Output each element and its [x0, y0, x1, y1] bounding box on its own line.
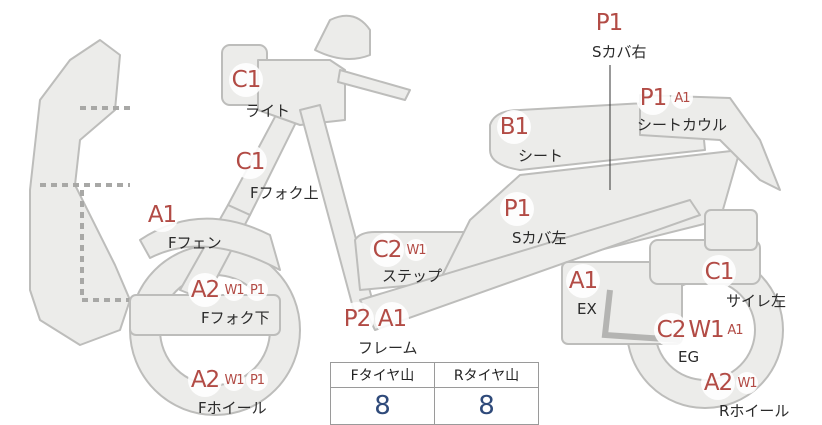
mirror-shape — [314, 14, 371, 60]
muffler-left-code-1: C1 — [702, 255, 736, 289]
headstock-shape — [257, 59, 346, 126]
cover-left-codes: P1 — [500, 192, 534, 226]
front-tire-value: 8 — [330, 387, 435, 425]
front-wheel-code-1: A2 — [188, 363, 222, 397]
front-fender-shape — [139, 217, 281, 271]
fork-upper-label: Fフォク上 — [250, 184, 319, 202]
fork-lower-code-2: W1 — [223, 279, 245, 301]
seat-label: シート — [518, 147, 564, 165]
muffler-left-label: サイレ左 — [726, 292, 787, 310]
step-label: ステップ — [382, 267, 443, 285]
seat-codes: B1 — [497, 110, 531, 144]
rear-tire-value: 8 — [434, 387, 539, 425]
engine-label: EG — [678, 348, 700, 366]
exhaust-codes: A1 — [566, 264, 600, 298]
front-tire-header: Fタイヤ山 — [330, 362, 435, 388]
rear-wheel-label: Rホイール — [719, 402, 790, 420]
front-wheel-codes: A2 W1 P1 — [188, 363, 268, 397]
tire-table-header-row: Fタイヤ山 Rタイヤ山 — [330, 362, 539, 388]
fork-upper-codes: C1 — [233, 145, 267, 179]
cover-left-label: Sカバ左 — [512, 229, 567, 247]
rear-wheel-codes: A2 W1 — [701, 366, 758, 400]
cover-right-code-1: P1 — [592, 6, 626, 40]
light-label: ライト — [245, 102, 291, 120]
fork-lower-code-3: P1 — [246, 279, 268, 301]
fender-code-1: A1 — [145, 198, 179, 232]
fork-upper-code-1: C1 — [233, 145, 267, 179]
fork-lower-label: Fフォク下 — [201, 309, 270, 327]
seat-cowl-codes: P1 A1 — [636, 81, 693, 115]
seat-cowl-label: シートカウル — [637, 116, 728, 134]
exhaust-label: EX — [577, 300, 597, 318]
step-code-2: W1 — [405, 239, 427, 261]
airbox-shape — [704, 209, 758, 251]
light-codes: C1 — [229, 63, 263, 97]
exhaust-pipe-shape — [601, 289, 681, 343]
cover-left-code-1: P1 — [500, 192, 534, 226]
fender-codes: A1 — [145, 198, 179, 232]
step-codes: C2 W1 — [370, 233, 427, 267]
fork-lower-codes: A2 W1 P1 — [188, 273, 268, 307]
engine-code-2: W1 — [688, 313, 725, 347]
engine-codes: C2 W1 A1 — [654, 313, 746, 347]
step-code-1: C2 — [370, 233, 404, 267]
exhaust-code-1: A1 — [566, 264, 600, 298]
cover-right-codes: P1 — [592, 6, 626, 40]
cover-right-label: Sカバ右 — [592, 41, 647, 62]
rear-tire-header: Rタイヤ山 — [434, 362, 539, 388]
rear-wheel-code-1: A2 — [701, 366, 735, 400]
engine-code-3: A1 — [724, 319, 746, 341]
frame-code-1: P2 — [340, 302, 374, 336]
front-wheel-code-2: W1 — [223, 369, 245, 391]
front-wheel-label: Fホイール — [198, 399, 267, 417]
seat-cowl-code-2: A1 — [671, 87, 693, 109]
fender-label: Fフェン — [168, 234, 222, 252]
handlebar-shape — [337, 69, 411, 101]
rear-wheel-code-2: W1 — [736, 372, 758, 394]
seat-cowl-code-1: P1 — [636, 81, 670, 115]
frame-label: フレーム — [358, 339, 418, 357]
light-code-1: C1 — [229, 63, 263, 97]
engine-code-1: C2 — [654, 313, 688, 347]
muffler-left-codes: C1 — [702, 255, 736, 289]
leg-shield-seams — [40, 106, 130, 302]
tire-tread-table: Fタイヤ山 Rタイヤ山 8 8 — [330, 362, 539, 425]
front-wheel-code-3: P1 — [246, 369, 268, 391]
seat-code-1: B1 — [497, 110, 531, 144]
fork-lower-code-1: A2 — [188, 273, 222, 307]
seat-cowl-shape — [639, 94, 781, 191]
tire-table-value-row: 8 8 — [330, 387, 539, 425]
frame-code-2: A1 — [375, 302, 409, 336]
frame-codes: P2 A1 — [340, 302, 409, 336]
